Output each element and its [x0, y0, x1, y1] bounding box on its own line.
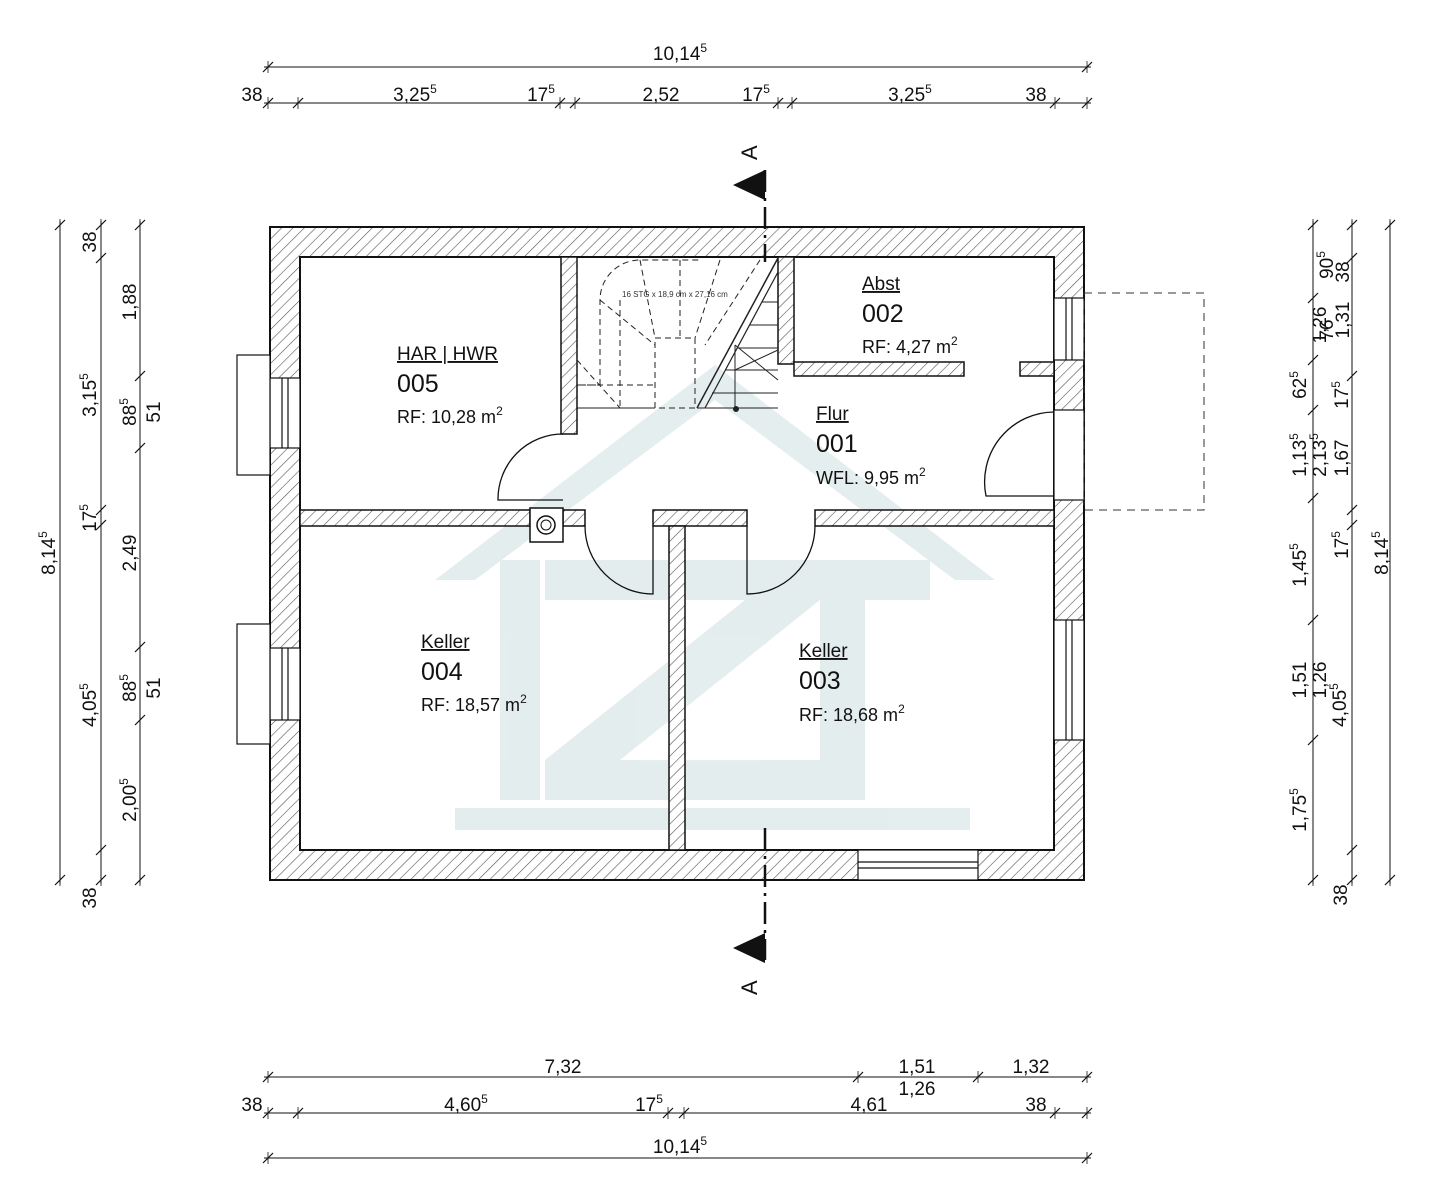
- room-area: RF: 18,57 m2: [421, 692, 527, 715]
- room-name: Keller: [799, 641, 848, 662]
- dim-right-3: 175: [1329, 381, 1353, 409]
- dim-right-3: 1,67: [1332, 440, 1353, 477]
- dim-right-3: 175: [1329, 531, 1353, 559]
- logo-watermark: [435, 365, 995, 830]
- staircase: [576, 257, 779, 412]
- dim-left-2: 885: [117, 674, 141, 702]
- dim-top: 38: [241, 85, 262, 106]
- dim-bottom-overall: 10,145: [653, 1134, 708, 1158]
- dim-right-1: 1,455: [1287, 543, 1311, 587]
- dim-right-overall: 8,145: [1369, 531, 1393, 575]
- dim-right-2: 4,055: [1327, 683, 1351, 727]
- room-name: Abst: [862, 274, 901, 295]
- dim-bottom-1: 1,32: [1013, 1057, 1050, 1078]
- room-area: RF: 18,68 m2: [799, 702, 905, 725]
- dim-top: 3,255: [393, 82, 437, 106]
- room-number: 005: [397, 370, 439, 398]
- room-name: Keller: [421, 632, 470, 653]
- dim-bottom-2: 175: [635, 1092, 663, 1116]
- room-number: 003: [799, 667, 841, 695]
- interior-walls: [299, 256, 1055, 851]
- dim-right-2: 1,26: [1310, 662, 1331, 699]
- dim-bottom-2: 4,605: [444, 1092, 488, 1116]
- room-area: RF: 4,27 m2: [862, 334, 958, 357]
- dim-left-1: 38: [80, 231, 101, 252]
- dim-left-1: 4,055: [77, 683, 101, 727]
- dim-right-1: 38: [1331, 884, 1352, 905]
- dim-bottom-1: 7,32: [545, 1057, 582, 1078]
- dim-right-2: 2,135: [1307, 433, 1331, 477]
- room-area: RF: 10,28 m2: [397, 404, 503, 427]
- dim-bottom-1: 1,26: [899, 1079, 936, 1100]
- dim-right-1: 625: [1287, 371, 1311, 399]
- dim-bottom-2: 38: [241, 1095, 262, 1116]
- dim-left-2: 2,49: [120, 535, 141, 572]
- dim-right-1: 1,135: [1287, 433, 1311, 477]
- dim-left-1: 3,155: [77, 373, 101, 417]
- room-name: HAR | HWR: [397, 344, 498, 365]
- dim-top: 175: [527, 82, 555, 106]
- room-labels: HAR | HWR 005 RF: 10,28 m2 Abst 002 RF: …: [397, 274, 958, 725]
- dim-bottom-1: 1,51: [899, 1057, 936, 1078]
- dim-bottom-2: 38: [1025, 1095, 1046, 1116]
- room-area: WFL: 9,95 m2: [816, 465, 926, 488]
- dim-left-2: 51: [144, 677, 165, 698]
- dim-left-1: 175: [77, 504, 101, 532]
- dim-right-1: 1,51: [1290, 662, 1311, 699]
- windows: [236, 297, 1085, 881]
- dim-bottom-2: 4,61: [851, 1095, 888, 1116]
- dim-top-overall: 10,145: [653, 41, 708, 65]
- section-label-top: A: [737, 145, 762, 160]
- dim-left-overall: 8,145: [36, 531, 60, 575]
- dim-left-2: 51: [144, 401, 165, 422]
- dim-right-3: 1,31: [1333, 302, 1354, 339]
- room-name: Flur: [816, 404, 849, 425]
- dim-left-2: 1,88: [120, 284, 141, 321]
- dim-right-1: 1,755: [1287, 788, 1311, 832]
- dim-top: 3,255: [888, 82, 932, 106]
- room-number: 004: [421, 658, 463, 686]
- porch-outline: [1083, 292, 1205, 511]
- dim-left-2: 2,005: [117, 778, 141, 822]
- dim-right-2: 1,26: [1310, 307, 1331, 344]
- dim-top: 2,52: [643, 85, 680, 106]
- section-line: [733, 170, 767, 963]
- stair-note: 16 STG x 18,9 cm x 27,16 cm: [622, 290, 728, 299]
- section-label-bottom: A: [737, 980, 762, 995]
- dim-right-1: 76: [1317, 319, 1338, 340]
- dim-left-2: 885: [117, 398, 141, 426]
- dim-right-3: 38: [1333, 261, 1354, 282]
- room-number: 001: [816, 430, 858, 458]
- doors: [497, 411, 1055, 595]
- chimney-icon: [536, 515, 556, 535]
- dim-right-1: 905: [1314, 251, 1338, 279]
- dim-left-1: 38: [80, 887, 101, 908]
- room-number: 002: [862, 300, 904, 328]
- dim-top: 38: [1025, 85, 1046, 106]
- dim-top: 175: [742, 82, 770, 106]
